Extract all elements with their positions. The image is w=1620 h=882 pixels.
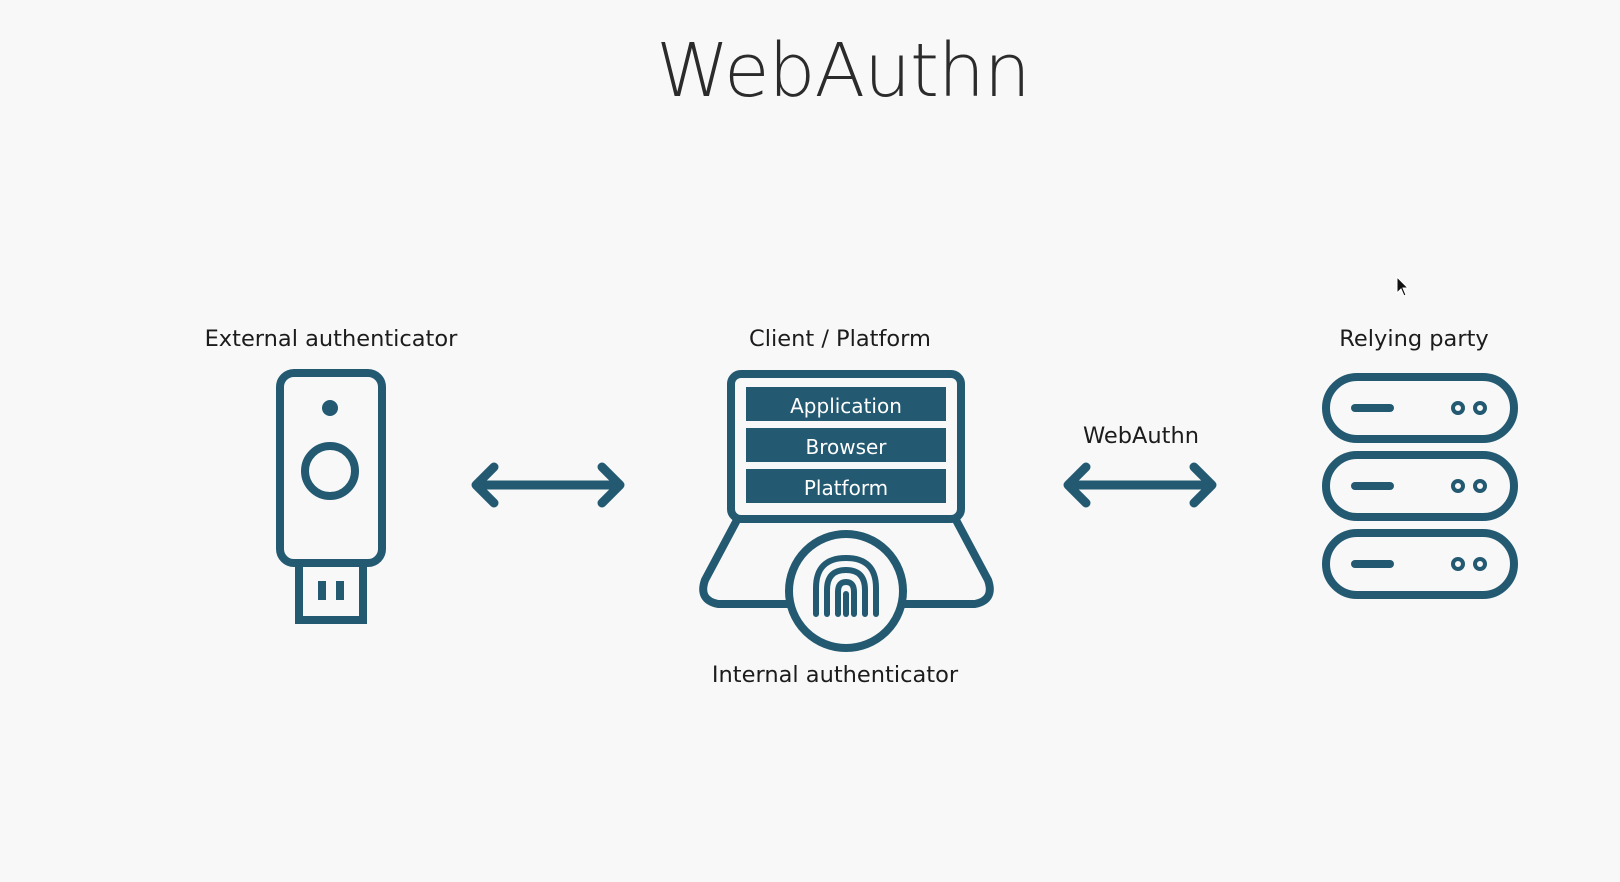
stack-layer-browser [746,428,946,462]
double-arrow-icon-right [1063,462,1217,508]
stack-label-browser: Browser [805,435,887,459]
stack-layer-platform [746,469,946,503]
server-stack-icon [1322,373,1518,599]
stack-label-application: Application [790,394,902,418]
label-webauthn-protocol: WebAuthn [1082,423,1200,449]
double-arrow-icon-left [471,462,625,508]
mouse-cursor-icon [1396,276,1410,297]
stack-layer-application [746,387,946,421]
server-status-dots [1451,401,1487,571]
usb-key-led [322,400,338,416]
label-client-platform: Client / Platform [749,326,931,352]
fingerprint-icon [785,530,907,652]
laptop-icon [699,370,994,608]
stack-label-platform: Platform [803,476,889,500]
label-external-authenticator: External authenticator [204,326,458,352]
slide-title: WebAuthn [656,28,1031,114]
label-relying-party: Relying party [1339,326,1489,352]
usb-security-key-icon [276,369,386,624]
label-internal-authenticator: Internal authenticator [711,662,959,688]
